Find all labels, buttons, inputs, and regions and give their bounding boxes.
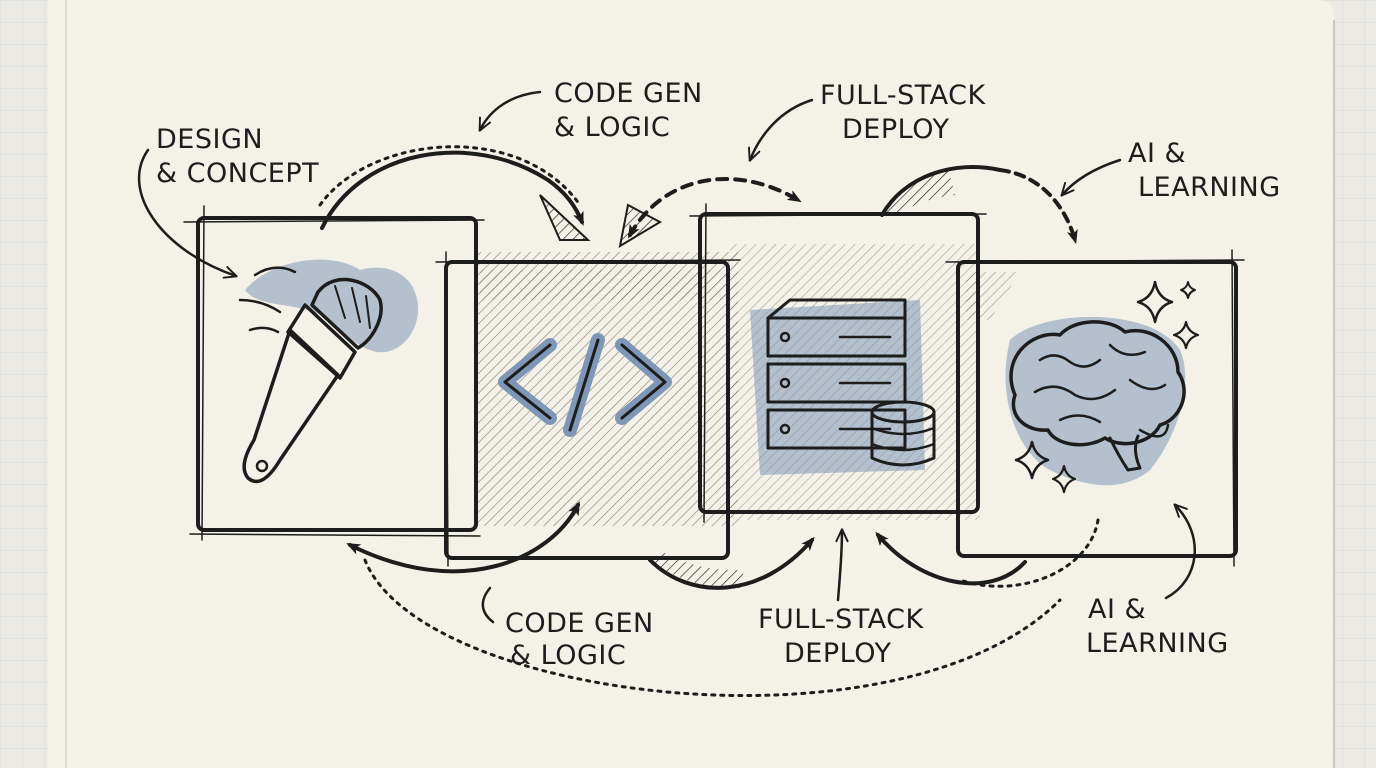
sketch-line (945, 259, 1245, 263)
sketch-line (201, 205, 205, 541)
arrow-ai-to-deploy-bottom (875, 531, 1027, 586)
frame-ai (956, 260, 1238, 558)
label-code-top-line1: CODE GEN (554, 78, 703, 109)
sketch-line (703, 203, 707, 523)
frame-design (196, 216, 478, 532)
pointer-ai-top (1060, 158, 1122, 197)
label-deploy-bottom-line2: DEPLOY (784, 638, 891, 669)
stage-design (183, 205, 485, 541)
label-code-bottom-line1: CODE GEN (505, 608, 654, 639)
pointer-code-top (478, 90, 542, 132)
label-deploy-bottom-line1: FULL-STACK (758, 604, 925, 635)
top-arrows (318, 145, 1078, 249)
sketch-line (1231, 249, 1235, 567)
dotted-ai-loop (958, 518, 1100, 588)
sketch-line (435, 259, 741, 263)
dotted-return-loop (363, 558, 1062, 697)
arrowhead-hatched-1 (539, 194, 591, 241)
label-ai-bottom-line1: AI & (1088, 594, 1146, 625)
dotted-arc-1 (318, 145, 582, 207)
frame-hatch-ai (966, 272, 1020, 320)
label-ai-top-line1: AI & (1128, 138, 1186, 169)
frame-code (444, 260, 730, 560)
pointer-deploy-top (748, 98, 814, 162)
frame-deploy (698, 212, 980, 514)
server-database-icon (750, 298, 936, 475)
bottom-arrows (346, 501, 1100, 697)
label-ai-bottom-line2: LEARNING (1086, 628, 1229, 659)
label-pointers-top (137, 90, 1122, 279)
pointer-design (137, 148, 238, 279)
arrow-deploy-to-ai-dashed (998, 168, 1078, 245)
label-design-line1: DESIGN (156, 124, 263, 155)
sketch-line (183, 219, 485, 223)
paintbrush-icon (238, 259, 419, 484)
label-deploy-top-line1: FULL-STACK (820, 80, 987, 111)
sketch-line (689, 213, 987, 217)
pointer-code-bottom (481, 586, 495, 624)
label-pointers-bottom (481, 503, 1196, 624)
label-ai-top-line2: LEARNING (1138, 172, 1281, 203)
label-code-bottom-line2: & LOGIC (510, 640, 626, 671)
stage-deploy (689, 203, 987, 523)
arrow-design-to-code (320, 150, 584, 230)
sparkle-icon (1014, 280, 1200, 494)
pointer-deploy-bottom (835, 528, 849, 602)
arrowhead-hatched-2 (618, 203, 663, 249)
arrow-code-to-design-bottom (346, 501, 580, 574)
brain-icon (1005, 316, 1186, 486)
frame-hatch-code (480, 270, 730, 300)
pointer-ai-bottom (1164, 503, 1196, 600)
stage-code (435, 251, 741, 567)
code-brackets-icon (498, 333, 672, 437)
hatch-shadow-bottom-1 (650, 553, 744, 589)
stage-ai (945, 249, 1245, 567)
label-design-line2: & CONCEPT (156, 158, 319, 189)
label-deploy-top-line2: DEPLOY (842, 114, 949, 145)
hatch-shadow-3 (885, 168, 955, 215)
label-code-top-line2: & LOGIC (554, 112, 670, 143)
